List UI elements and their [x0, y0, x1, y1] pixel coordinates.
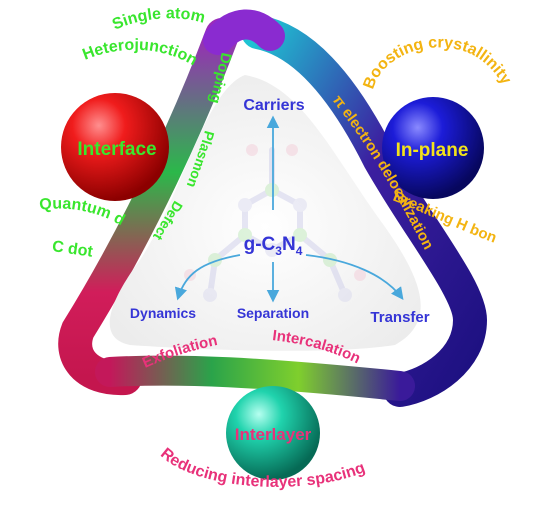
label-transfer: Transfer	[370, 309, 429, 326]
sphere-in-plane-label: In-plane	[396, 140, 469, 161]
ring-left-arm	[58, 18, 239, 396]
molecule-structure	[184, 144, 366, 302]
ring-right-arm	[241, 15, 488, 407]
sphere-interface: Interface	[61, 93, 169, 201]
ring-inner-area	[109, 75, 421, 351]
sphere-interface-label: Interface	[77, 139, 156, 160]
carrier-arrows	[174, 115, 404, 303]
ring-top-cap	[203, 9, 285, 55]
sphere-interface-ball	[61, 93, 169, 201]
label-carriers: Carriers	[243, 97, 304, 114]
outer-label-c-dot: C dot	[51, 238, 95, 261]
sphere-in-plane: In-plane	[382, 97, 484, 199]
sphere-interlayer: Interlayer	[226, 386, 320, 480]
outer-label-heterojunction: Heterojunction	[80, 37, 200, 70]
center-formula: g-C3N4	[244, 234, 303, 258]
arrow-to-dynamics	[174, 254, 241, 301]
sphere-in-plane-ball	[382, 97, 484, 199]
outer-label-single-atom: Single atom	[110, 5, 207, 33]
sphere-interlayer-ball	[226, 386, 320, 480]
outer-label-boosting-crystallinity: Boosting crystallinity	[360, 34, 514, 91]
arrow-to-transfer	[305, 254, 404, 301]
ring-bottom-arm	[95, 355, 415, 401]
label-separation: Separation	[237, 305, 309, 321]
label-dynamics: Dynamics	[130, 305, 196, 321]
triangle-ring	[58, 9, 488, 407]
sphere-interlayer-label: Interlayer	[235, 425, 312, 444]
